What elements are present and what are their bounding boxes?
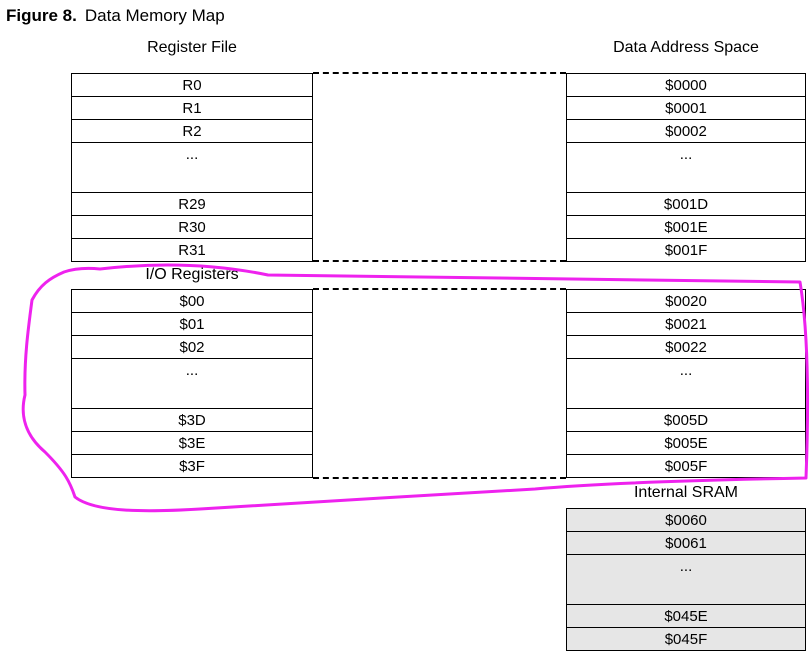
address-row: $0001 <box>566 96 806 120</box>
io-register-row: ... <box>71 358 313 409</box>
register-row: R29 <box>71 192 313 216</box>
address-cell: ... <box>566 358 806 409</box>
io-register-cell: $02 <box>71 335 313 359</box>
address-row: $001D <box>566 192 806 216</box>
io-map-bottom-dashed-line <box>313 477 566 479</box>
data-address-io-table: $0020 $0021 $0022 ... $005D $005E $005F <box>566 289 806 478</box>
address-cell: $001F <box>566 238 806 262</box>
io-register-row: $01 <box>71 312 313 336</box>
address-row: ... <box>566 358 806 409</box>
register-cell: R0 <box>71 73 313 97</box>
sram-cell: $0060 <box>566 508 806 532</box>
sram-row: $045E <box>566 604 806 628</box>
address-cell: $001E <box>566 215 806 239</box>
io-register-cell: $3D <box>71 408 313 432</box>
address-cell: $005F <box>566 454 806 478</box>
io-map-top-dashed-line <box>313 288 566 290</box>
register-file-heading: Register File <box>147 39 237 56</box>
data-address-register-table: $0000 $0001 $0002 ... $001D $001E $001F <box>566 73 806 262</box>
io-registers-heading: I/O Registers <box>145 266 239 283</box>
sram-cell: $045E <box>566 604 806 628</box>
io-register-row: $02 <box>71 335 313 359</box>
register-row: R0 <box>71 73 313 97</box>
address-row: $001E <box>566 215 806 239</box>
register-row: R2 <box>71 119 313 143</box>
address-cell: $005D <box>566 408 806 432</box>
io-registers-table: $00 $01 $02 ... $3D $3E $3F <box>71 289 313 478</box>
sram-row: ... <box>566 554 806 605</box>
address-cell: $0021 <box>566 312 806 336</box>
address-row: $0002 <box>566 119 806 143</box>
io-register-cell: $01 <box>71 312 313 336</box>
address-cell: $001D <box>566 192 806 216</box>
address-cell: $0020 <box>566 289 806 313</box>
io-register-row: $00 <box>71 289 313 313</box>
address-row: $001F <box>566 238 806 262</box>
register-cell: R1 <box>71 96 313 120</box>
sram-row: $0060 <box>566 508 806 532</box>
register-map-top-dashed-line <box>313 72 566 74</box>
address-cell: $005E <box>566 431 806 455</box>
io-register-row: $3E <box>71 431 313 455</box>
register-row: R30 <box>71 215 313 239</box>
sram-cell: $0061 <box>566 531 806 555</box>
data-address-space-heading: Data Address Space <box>613 39 759 56</box>
register-cell: R2 <box>71 119 313 143</box>
register-row: R1 <box>71 96 313 120</box>
address-row: $0021 <box>566 312 806 336</box>
io-register-cell: $3F <box>71 454 313 478</box>
address-row: $0020 <box>566 289 806 313</box>
figure-number: Figure 8. <box>6 6 77 25</box>
sram-cell: $045F <box>566 627 806 651</box>
sram-cell: ... <box>566 554 806 605</box>
address-cell: $0002 <box>566 119 806 143</box>
address-row: $0000 <box>566 73 806 97</box>
register-cell: R30 <box>71 215 313 239</box>
figure-caption: Data Memory Map <box>84 6 225 25</box>
io-register-cell: $3E <box>71 431 313 455</box>
internal-sram-heading: Internal SRAM <box>633 484 739 501</box>
io-register-row: $3F <box>71 454 313 478</box>
address-cell: $0001 <box>566 96 806 120</box>
sram-row: $045F <box>566 627 806 651</box>
register-map-bottom-dashed-line <box>313 260 566 262</box>
io-register-cell: ... <box>71 358 313 409</box>
register-cell: R31 <box>71 238 313 262</box>
address-cell: $0000 <box>566 73 806 97</box>
address-row: $0022 <box>566 335 806 359</box>
io-register-cell: $00 <box>71 289 313 313</box>
register-cell: R29 <box>71 192 313 216</box>
address-row: $005E <box>566 431 806 455</box>
register-file-table: R0 R1 R2 ... R29 R30 R31 <box>71 73 313 262</box>
internal-sram-table: $0060 $0061 ... $045E $045F <box>566 508 806 651</box>
sram-row: $0061 <box>566 531 806 555</box>
address-row: ... <box>566 142 806 193</box>
address-cell: ... <box>566 142 806 193</box>
register-cell: ... <box>71 142 313 193</box>
io-register-row: $3D <box>71 408 313 432</box>
figure-title: Figure 8. Data Memory Map <box>6 6 225 26</box>
register-row: R31 <box>71 238 313 262</box>
address-row: $005F <box>566 454 806 478</box>
address-row: $005D <box>566 408 806 432</box>
address-cell: $0022 <box>566 335 806 359</box>
register-row: ... <box>71 142 313 193</box>
